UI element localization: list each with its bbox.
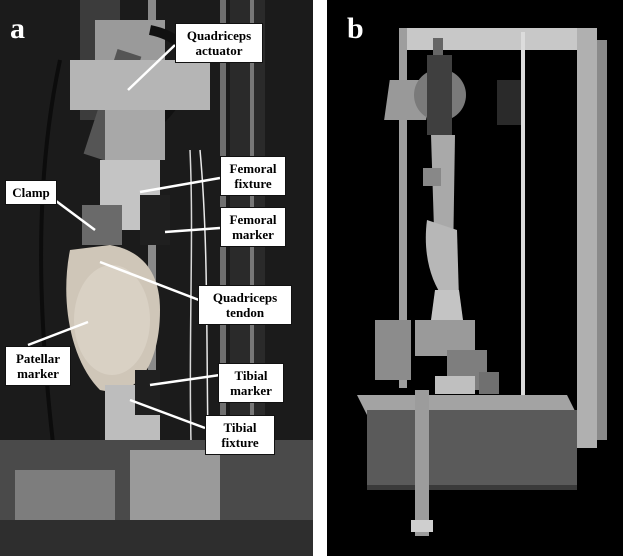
cad-rig-render (327, 0, 623, 556)
callout-tibial-marker: Tibial marker (218, 363, 284, 403)
panel-a-photograph: a Quadriceps actuator Clamp Femoral fixt… (0, 0, 313, 556)
panel-letter-a: a (10, 12, 25, 45)
callout-quadriceps-actuator: Quadriceps actuator (175, 23, 263, 63)
knee-rig-photo (0, 0, 313, 556)
callout-tibial-fixture: Tibial fixture (205, 415, 275, 455)
callout-patellar-marker: Patellar marker (5, 346, 71, 386)
callout-femoral-marker: Femoral marker (220, 207, 286, 247)
callout-clamp: Clamp (5, 180, 57, 205)
callout-quadriceps-tendon: Quadriceps tendon (198, 285, 292, 325)
callout-femoral-fixture: Femoral fixture (220, 156, 286, 196)
panel-b-cad-render: b (327, 0, 623, 556)
panel-letter-b: b (347, 12, 364, 45)
